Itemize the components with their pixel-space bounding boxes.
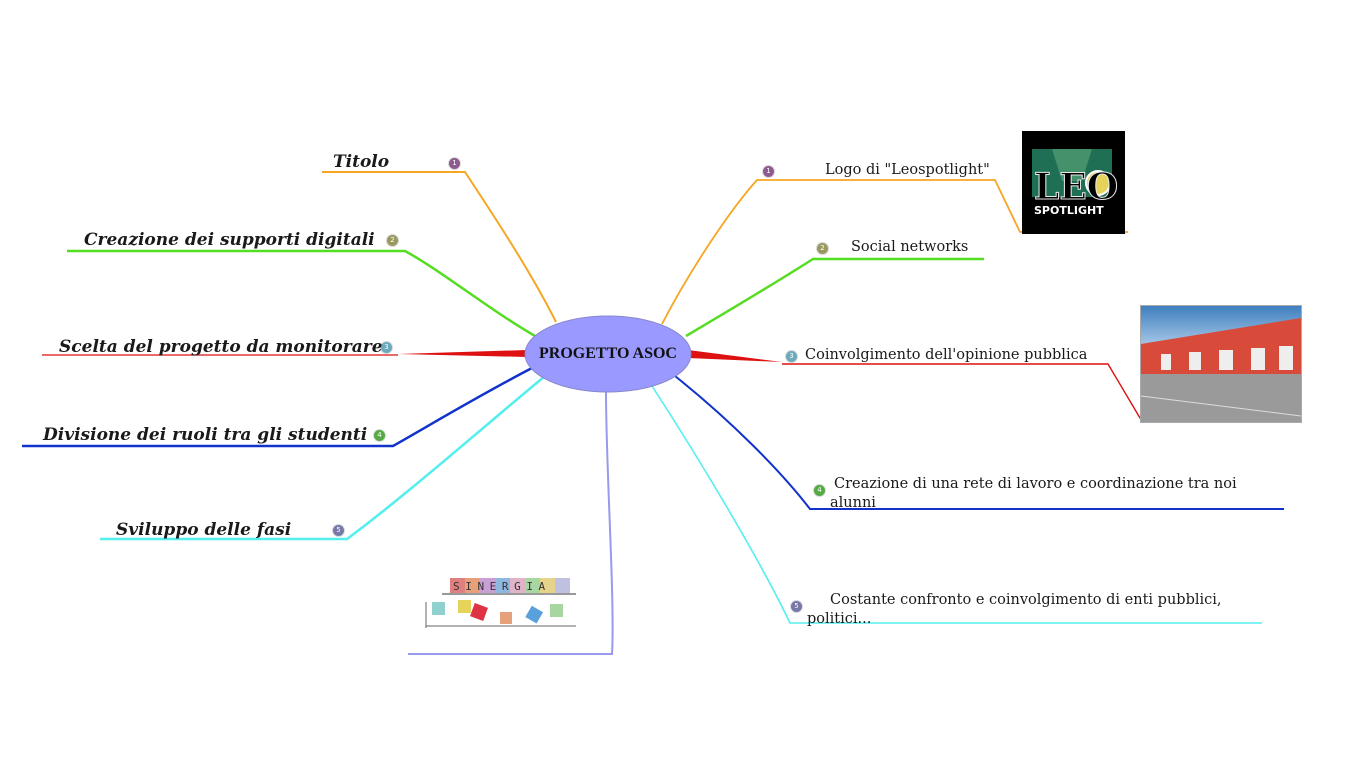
branch-line-sinergia: [408, 391, 614, 655]
node-sviluppo-fasi[interactable]: Sviluppo delle fasi: [116, 520, 292, 540]
number-3-icon: 3: [786, 351, 797, 362]
number-3-icon: 3: [381, 342, 392, 353]
number-2-icon: 2: [817, 243, 828, 254]
node-creazione-supporti-digitali[interactable]: Creazione dei supporti digitali: [84, 230, 375, 250]
node-rete-lavoro[interactable]: Creazione di una rete di lavoro e coordi…: [830, 476, 1237, 511]
branch-line-rete: [674, 375, 1284, 510]
node-titolo[interactable]: Titolo: [333, 152, 390, 172]
spotlight-logo-text: SPOTLIGHT: [1034, 204, 1104, 217]
branch-line-scelta: [398, 350, 527, 357]
node-coinvolgimento-opinione[interactable]: Coinvolgimento dell'opinione pubblica: [805, 347, 1088, 363]
branch-line-sviluppo: [100, 375, 546, 541]
node-logo-leospotlight[interactable]: Logo di "Leospotlight": [825, 162, 990, 178]
leospotlight-logo-image: LEO SPOTLIGHT: [1022, 131, 1125, 234]
branch-line-confronto: [651, 385, 1262, 624]
number-1-icon: 1: [449, 158, 460, 169]
number-5-icon: 5: [333, 525, 344, 536]
node-scelta-progetto[interactable]: Scelta del progetto da monitorare: [59, 337, 383, 357]
branch-line-divisione: [22, 366, 533, 448]
number-1-icon: 1: [763, 166, 774, 177]
node-social-networks[interactable]: Social networks: [851, 239, 969, 255]
number-4-icon: 4: [814, 485, 825, 496]
node-confronto-enti[interactable]: Costante confronto e coinvolgimento di e…: [807, 592, 1222, 627]
node-divisione-ruoli[interactable]: Divisione dei ruoli tra gli studenti: [43, 425, 368, 445]
leo-logo-text: LEO: [1034, 166, 1118, 208]
sinergia-image: SINERGIA: [420, 572, 582, 632]
central-node-label: PROGETTO ASOC: [539, 345, 677, 362]
branch-line-opinione: [688, 350, 782, 362]
number-4-icon: 4: [374, 430, 385, 441]
number-2-icon: 2: [387, 235, 398, 246]
central-node[interactable]: [524, 315, 692, 393]
sinergia-word: SINERGIA: [453, 580, 551, 593]
number-5-icon: 5: [791, 601, 802, 612]
warehouse-photo: [1140, 305, 1302, 423]
branch-line-logo: [661, 179, 1128, 325]
branch-line-supporti: [67, 249, 536, 338]
branch-line-titolo: [322, 171, 557, 323]
branch-line-social: [685, 257, 984, 338]
